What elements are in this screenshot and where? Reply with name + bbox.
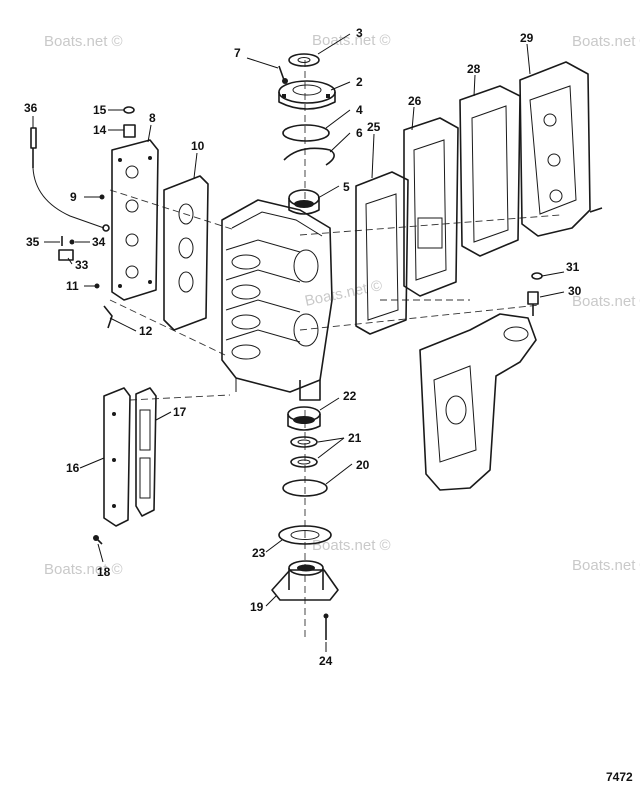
- callout-19: 19: [250, 600, 264, 614]
- cylinder-block: [221, 199, 333, 401]
- callout-4: 4: [356, 103, 363, 117]
- callout-31: 29: [520, 31, 534, 45]
- part-31-intake-manifold: [519, 61, 603, 237]
- part-18-screw: [93, 535, 103, 545]
- part-26-plug: [531, 272, 543, 280]
- part-2-upper-end-cap: [278, 80, 336, 110]
- callout-6: 6: [356, 126, 363, 140]
- callout-33: 33: [75, 258, 89, 272]
- callout-16: 16: [66, 461, 80, 475]
- part-11-screw: [94, 283, 100, 289]
- figure-reference-number: 7472: [606, 770, 633, 784]
- callout-22: 22: [343, 389, 357, 403]
- watermark-center: Boats.net ©: [303, 277, 383, 310]
- leader-lines: [32, 33, 565, 652]
- callout-35: 35: [26, 235, 40, 249]
- part-9-screw: [99, 194, 105, 200]
- callout-labels: 3 2 4 6 5 7 15 14 8 10 36 9 11 12 33 34 …: [24, 26, 582, 668]
- callout-20: 20: [356, 458, 370, 472]
- callout-25: 30: [568, 284, 582, 298]
- callout-23: 23: [252, 546, 266, 560]
- part-7-screw: [278, 65, 288, 84]
- part-25-fitting: [527, 291, 539, 316]
- callout-30: 28: [467, 62, 481, 76]
- callout-3: 3: [356, 26, 363, 40]
- part-19-lower-end-cap: [271, 560, 339, 601]
- part-20-o-ring: [282, 479, 328, 497]
- watermark-bottom-center: Boats.net ©: [312, 537, 391, 554]
- callout-8: 8: [149, 111, 156, 125]
- watermark-bottom-right: Boats.net ©: [572, 557, 640, 574]
- watermark-top-right: Boats.net ©: [572, 33, 640, 50]
- part-21-seals: [290, 436, 318, 468]
- callout-34: 34: [92, 235, 106, 249]
- assembly-centerlines: [109, 60, 561, 640]
- part-17-gasket: [135, 387, 157, 517]
- adapter-housing: [419, 313, 537, 491]
- callout-36: 36: [24, 101, 38, 115]
- callout-18: 18: [97, 565, 111, 579]
- part-36-temperature-sender: [30, 127, 110, 232]
- part-14-thermostat: [123, 124, 136, 138]
- callout-17: 17: [173, 405, 187, 419]
- watermark-bottom-left: Boats.net ©: [44, 561, 123, 578]
- part-4-o-ring: [282, 124, 330, 142]
- callout-9: 9: [70, 190, 77, 204]
- callout-10: 10: [191, 139, 205, 153]
- callout-21: 21: [348, 431, 362, 445]
- part-33-connector: [58, 249, 74, 261]
- part-10-head-gasket: [163, 175, 209, 331]
- part-30-gasket: [459, 85, 521, 257]
- callout-24: 24: [319, 654, 333, 668]
- part-16-cover: [103, 387, 131, 527]
- callout-14: 14: [93, 123, 107, 137]
- callout-26: 31: [566, 260, 580, 274]
- callout-28: 25: [367, 120, 381, 134]
- watermark-mid-right: Boats.net ©: [572, 293, 640, 310]
- callout-7: 7: [234, 46, 241, 60]
- part-23-gasket: [278, 525, 332, 545]
- callout-5: 5: [343, 180, 350, 194]
- watermark-top-center: Boats.net ©: [312, 32, 391, 49]
- part-3-washer: [288, 53, 320, 67]
- part-5-upper-bearing: [288, 189, 320, 215]
- callout-2: 2: [356, 75, 363, 89]
- part-34-washer: [69, 239, 75, 245]
- part-29-reed-plate: [403, 117, 459, 297]
- part-24-screw: [323, 613, 329, 640]
- part-22-lower-bearing: [287, 406, 321, 431]
- part-6-seal: [283, 147, 335, 166]
- part-15-cap: [123, 106, 135, 114]
- part-28-gasket: [355, 171, 409, 335]
- callout-11: 11: [66, 279, 79, 293]
- part-12-clip: [103, 305, 113, 329]
- callout-29: 26: [408, 94, 422, 108]
- watermark-top-left: Boats.net ©: [44, 33, 123, 50]
- callout-12: 12: [139, 324, 153, 338]
- callout-15: 15: [93, 103, 107, 117]
- part-8-cylinder-head: [111, 139, 159, 301]
